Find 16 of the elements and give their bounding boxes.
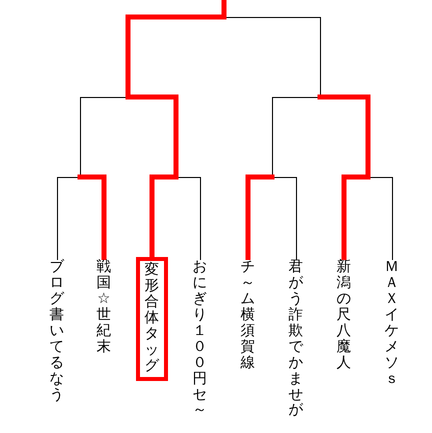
- entrant-name: ブログ書いてるなう: [50, 260, 64, 404]
- bracket-line: [342, 174, 370, 260]
- entrant-name: おにぎり１００円セ～: [192, 260, 207, 420]
- entrant-name: 君がう詐欺でかませが: [288, 260, 303, 420]
- bracket-line: [176, 177, 201, 260]
- bracket-line: [78, 174, 106, 260]
- highlighted-name-box: 変形合体タッグ: [136, 257, 168, 381]
- entrant-name: 新潟の尺八魔人: [336, 260, 351, 372]
- bracket-line: [246, 174, 274, 260]
- entrant-name: 戦国☆世紀末: [96, 260, 111, 356]
- bracket-line: [57, 177, 80, 260]
- entrant-name: ＭＡＸイケメソｓ: [384, 260, 399, 388]
- bracket-line: [368, 177, 393, 260]
- entrant-name: チ～ム横須賀線: [240, 260, 255, 372]
- bracket-line: [272, 177, 297, 260]
- bracket-line: [150, 174, 178, 257]
